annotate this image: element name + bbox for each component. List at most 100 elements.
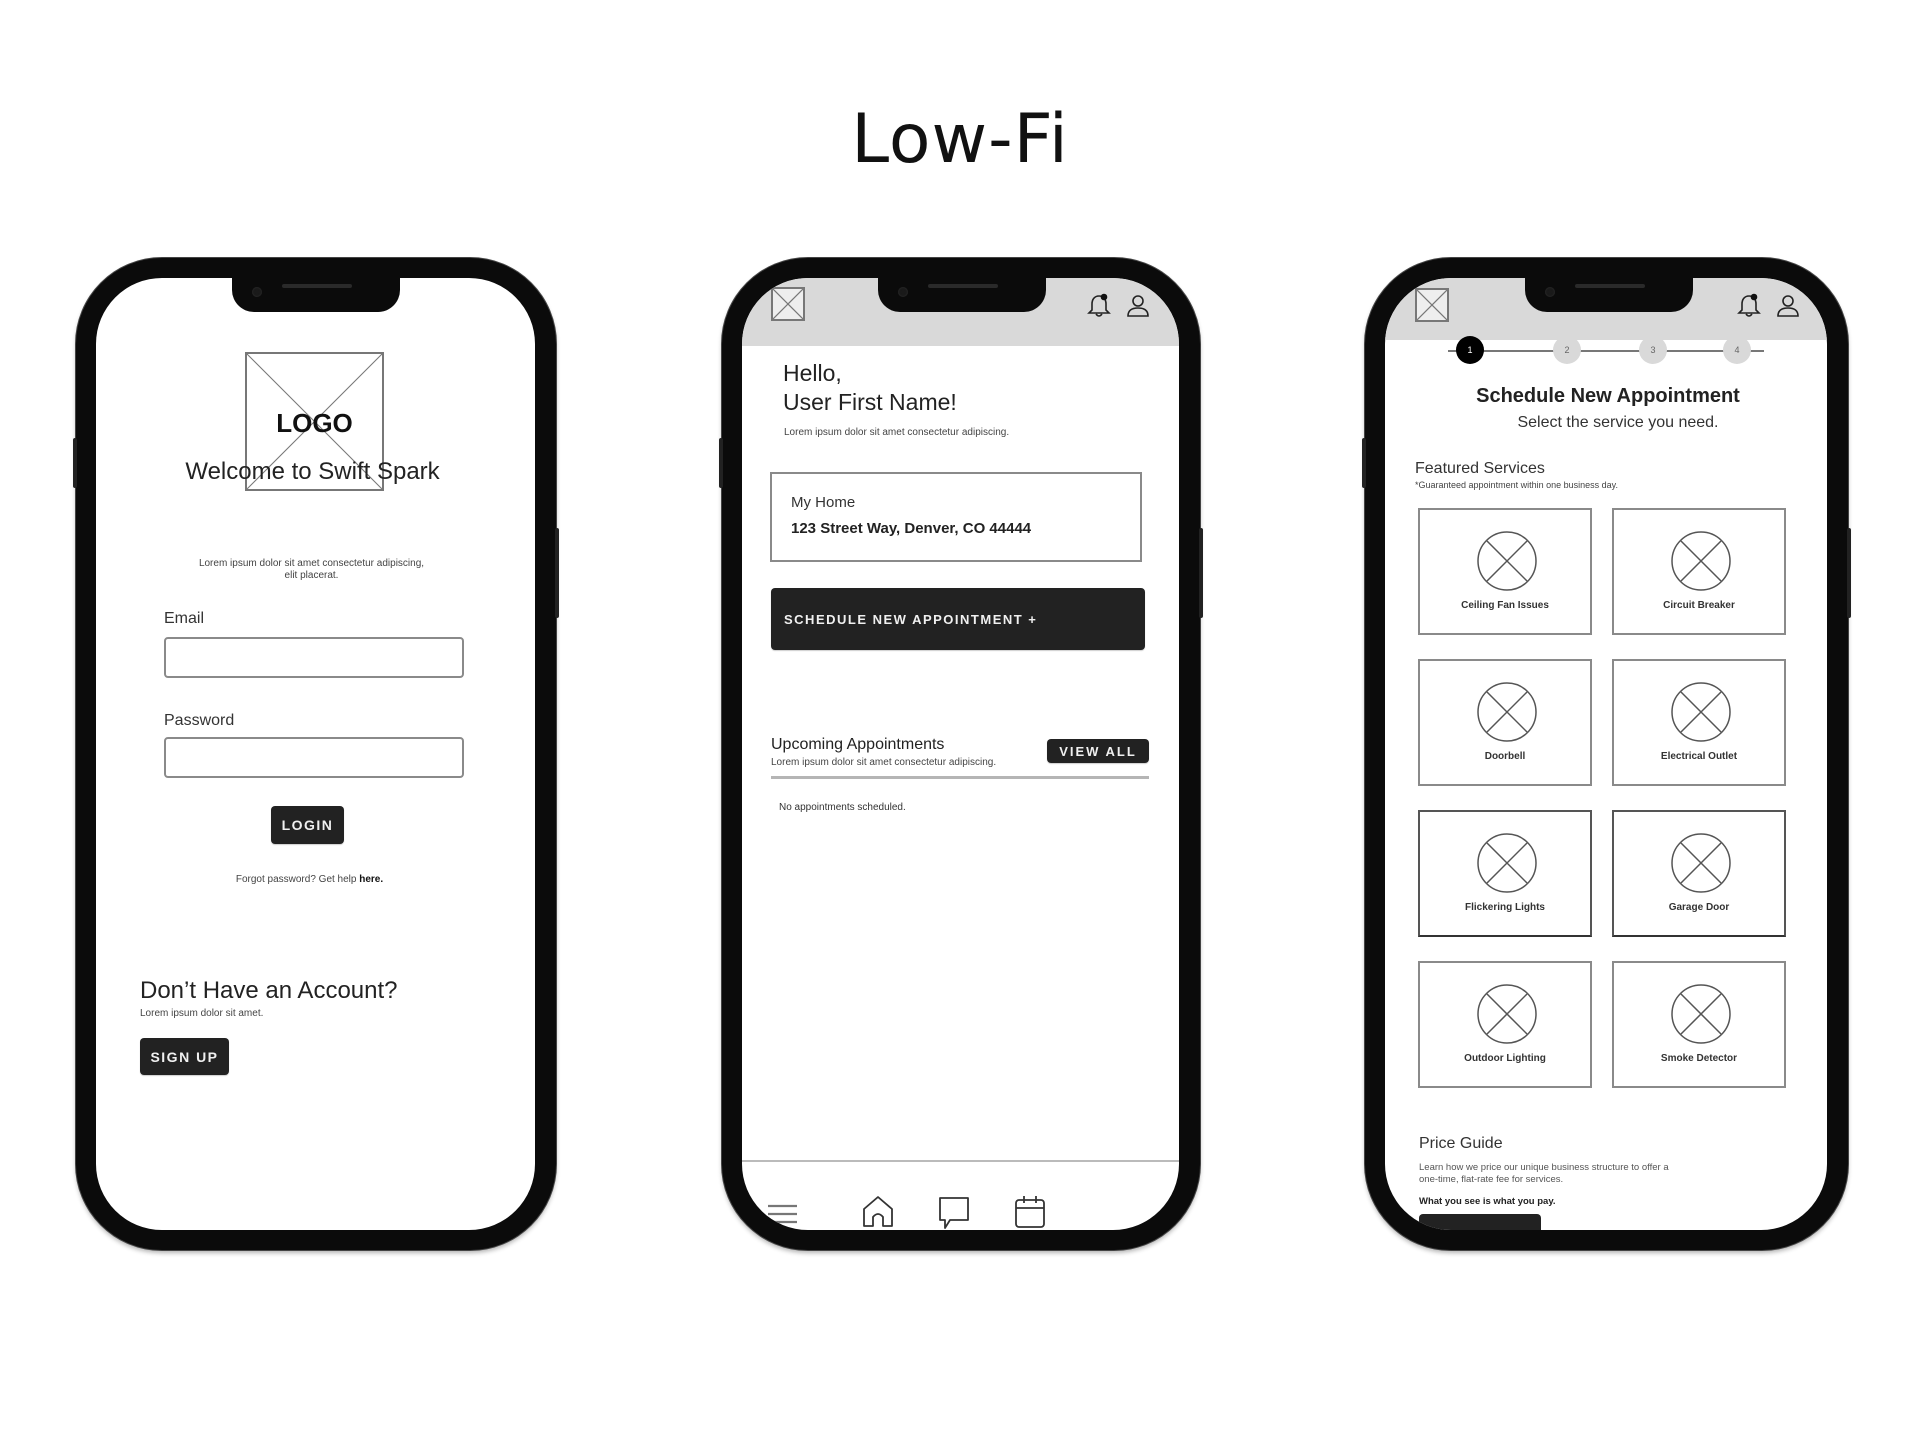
service-placeholder-icon [1477, 833, 1537, 893]
home-card-label: My Home [791, 494, 856, 511]
chat-icon[interactable] [938, 1196, 970, 1230]
home-card-address: 123 Street Way, Denver, CO 44444 [791, 520, 1032, 537]
bottom-nav-divider [742, 1160, 1179, 1162]
phone-login: LOGO Welcome to Swift Spark Lorem ipsum … [73, 258, 559, 1250]
home-address-card[interactable]: My Home 123 Street Way, Denver, CO 44444 [770, 472, 1142, 562]
login-screen: LOGO Welcome to Swift Spark Lorem ipsum … [96, 278, 535, 1230]
schedule-appointment-button[interactable]: SCHEDULE NEW APPOINTMENT + [771, 588, 1145, 650]
service-placeholder-icon [1671, 984, 1731, 1044]
schedule-screen: 1 2 3 4 Schedule New Appointment Select … [1385, 278, 1827, 1230]
upcoming-title: Upcoming Appointments [771, 736, 945, 753]
service-label: Garage Door [1668, 902, 1730, 913]
home-icon[interactable] [862, 1195, 894, 1228]
service-placeholder-icon [1477, 531, 1537, 591]
greeting-line1: Hello, [783, 360, 842, 386]
welcome-subtitle-line1: Lorem ipsum dolor sit amet consectetur a… [198, 558, 425, 569]
home-screen: Hello, User First Name! Lorem ipsum dolo… [742, 278, 1179, 1230]
image-placeholder-icon [773, 289, 803, 319]
menu-icon[interactable] [767, 1202, 798, 1226]
login-button[interactable]: LOGIN [271, 806, 344, 844]
service-card[interactable]: Outdoor Lighting [1418, 961, 1592, 1088]
phone-schedule: 1 2 3 4 Schedule New Appointment Select … [1362, 258, 1851, 1250]
signup-button[interactable]: SIGN UP [140, 1038, 229, 1075]
service-card[interactable]: Circuit Breaker [1612, 508, 1786, 635]
bell-icon[interactable] [1087, 293, 1111, 319]
forgot-password-prefix: Forgot password? Get help [235, 874, 360, 885]
welcome-subtitle-line2: elit placerat. [284, 570, 339, 581]
no-account-subtitle: Lorem ipsum dolor sit amet. [140, 1008, 264, 1019]
phone-notch [878, 278, 1046, 312]
phone-notch [1525, 278, 1693, 312]
service-card[interactable]: Electrical Outlet [1612, 659, 1786, 786]
service-label: Ceiling Fan Issues [1461, 600, 1549, 611]
password-field[interactable] [164, 737, 464, 778]
speaker [282, 284, 352, 288]
bell-icon[interactable] [1737, 293, 1761, 319]
logo-label: LOGO [276, 408, 353, 438]
greeting: Hello, User First Name! [783, 359, 957, 417]
price-guide-body-line2: one-time, flat-rate fee for services. [1419, 1174, 1564, 1185]
price-guide-title: Price Guide [1419, 1135, 1503, 1152]
side-button [1847, 528, 1851, 618]
no-appointments-text: No appointments scheduled. [779, 802, 906, 813]
progress-stepper: 1 2 3 4 [1448, 336, 1764, 364]
upcoming-divider [771, 776, 1149, 779]
service-label: Electrical Outlet [1660, 751, 1738, 762]
service-placeholder-icon [1477, 682, 1537, 742]
service-label: Outdoor Lighting [1464, 1053, 1546, 1064]
service-placeholder-icon [1477, 984, 1537, 1044]
welcome-subtitle: Lorem ipsum dolor sit amet consectetur a… [96, 558, 531, 582]
step-1[interactable]: 1 [1456, 336, 1484, 364]
speaker [1575, 284, 1645, 288]
phone-notch [232, 278, 400, 312]
email-field[interactable] [164, 637, 464, 678]
service-label: Doorbell [1484, 751, 1526, 762]
upcoming-subtitle: Lorem ipsum dolor sit amet consectetur a… [771, 757, 997, 768]
no-account-title: Don’t Have an Account? [140, 977, 398, 1004]
user-icon[interactable] [1126, 293, 1150, 319]
service-card[interactable]: Garage Door [1612, 810, 1786, 937]
greeting-line2: User First Name! [783, 389, 957, 415]
side-button [719, 438, 723, 488]
schedule-subtitle: Select the service you need. [1517, 414, 1719, 431]
greeting-subtitle: Lorem ipsum dolor sit amet consectetur a… [784, 427, 1010, 438]
forgot-password-link[interactable]: here. [359, 874, 384, 885]
service-card[interactable]: Smoke Detector [1612, 961, 1786, 1088]
featured-title: Featured Services [1415, 460, 1545, 477]
service-placeholder-icon [1671, 833, 1731, 893]
service-card[interactable]: Ceiling Fan Issues [1418, 508, 1592, 635]
service-card[interactable]: Flickering Lights [1418, 810, 1592, 937]
price-guide-button[interactable] [1419, 1214, 1541, 1230]
forgot-password-text: Forgot password? Get help here. [96, 874, 529, 885]
image-placeholder-icon [247, 354, 382, 489]
featured-note: *Guaranteed appointment within one busin… [1415, 480, 1618, 490]
welcome-title: Welcome to Swift Spark [185, 458, 440, 485]
price-guide-body: Learn how we price our unique business s… [1419, 1162, 1669, 1186]
page-title: Low-Fi [851, 100, 1069, 179]
step-3[interactable]: 3 [1639, 336, 1667, 364]
service-label: Flickering Lights [1464, 902, 1545, 913]
header-logo[interactable] [1415, 288, 1449, 322]
service-placeholder-icon [1671, 531, 1731, 591]
user-icon[interactable] [1776, 293, 1800, 319]
step-2[interactable]: 2 [1553, 336, 1581, 364]
side-button [73, 438, 77, 488]
speaker [928, 284, 998, 288]
side-button [1362, 438, 1366, 488]
header-logo[interactable] [771, 287, 805, 321]
service-label: Circuit Breaker [1663, 600, 1735, 611]
side-button [1199, 528, 1203, 618]
service-card[interactable]: Doorbell [1418, 659, 1592, 786]
logo-placeholder: LOGO [245, 352, 384, 491]
calendar-icon[interactable] [1014, 1195, 1046, 1229]
service-label: Smoke Detector [1660, 1053, 1738, 1064]
email-label: Email [164, 610, 205, 627]
password-label: Password [164, 712, 235, 729]
price-guide-emphasis: What you see is what you pay. [1419, 1196, 1556, 1207]
step-4[interactable]: 4 [1723, 336, 1751, 364]
side-button [555, 528, 559, 618]
price-guide-body-line1: Learn how we price our unique business s… [1419, 1162, 1669, 1173]
phone-home: Hello, User First Name! Lorem ipsum dolo… [719, 258, 1203, 1250]
schedule-title: Schedule New Appointment [1476, 385, 1740, 407]
view-all-button[interactable]: VIEW ALL [1047, 739, 1149, 763]
